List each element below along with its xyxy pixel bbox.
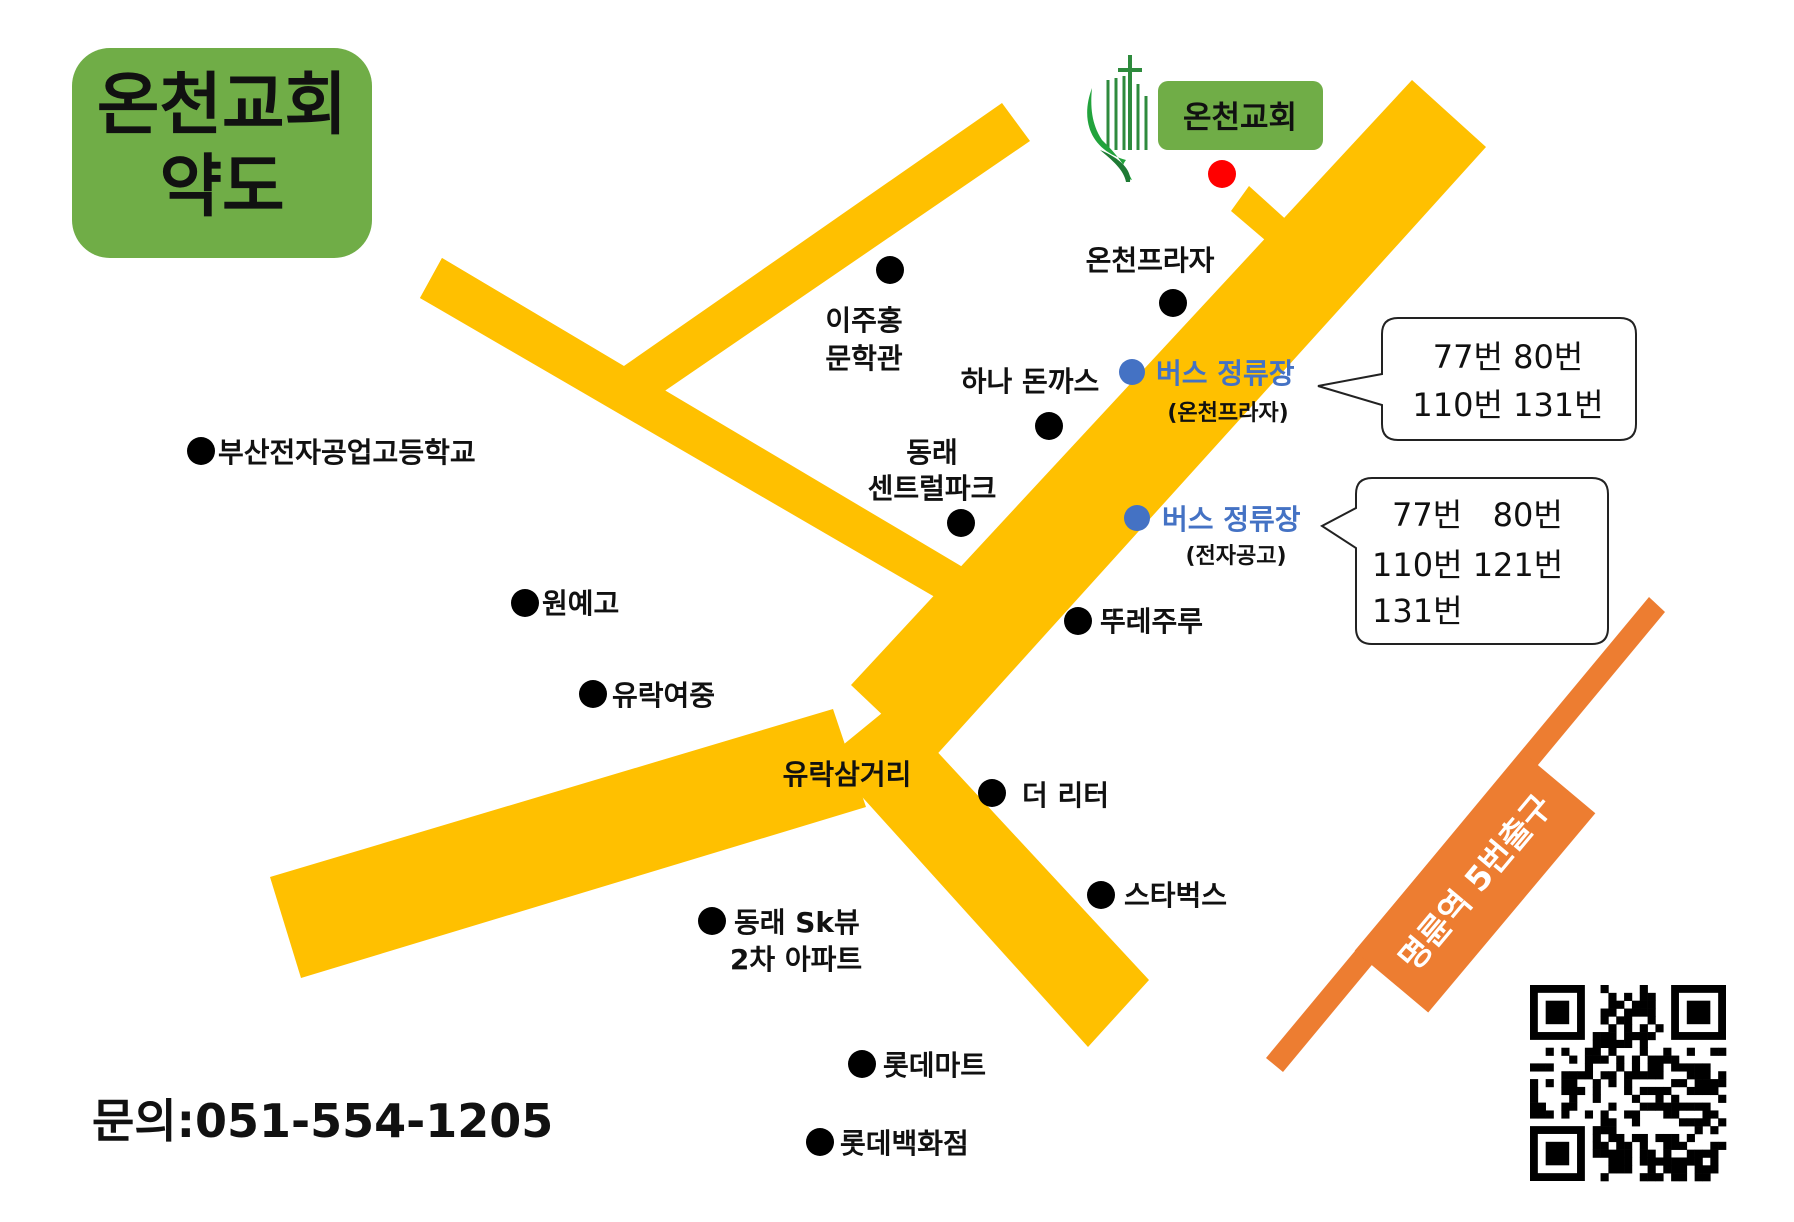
landmark-hana: 하나 돈까스 <box>961 365 1100 398</box>
landmark-marker <box>1087 881 1115 909</box>
bus-stop-1-routes-line2: 110번 131번 <box>1412 386 1603 424</box>
landmark-dongrae-sk-line2: 2차 아파트 <box>730 943 862 976</box>
bus-stop-1-sub: (온천프라자) <box>1167 401 1288 426</box>
qr-code-icon[interactable] <box>1530 985 1727 1182</box>
landmark-wonye: 원예고 <box>542 587 619 620</box>
landmark-lotte-dept: 롯데백화점 <box>840 1127 969 1160</box>
church-label-box <box>1158 81 1323 150</box>
church-label: 온천교회 <box>1183 100 1297 136</box>
landmark-marker <box>1064 607 1092 635</box>
bus-stop-1-callout <box>1317 317 1637 441</box>
landmark-marker <box>1159 289 1187 317</box>
road-lower-right <box>827 704 1149 1047</box>
landmark-marker <box>806 1128 834 1156</box>
landmark-marker <box>876 256 904 284</box>
bus-stop-1: 버스 정류장 (온천프라자) 77번 80번 110번 131번 <box>1119 317 1637 441</box>
bus-stop-2-routes-line2: 110번 121번 <box>1372 546 1563 584</box>
church-cross-logo-icon <box>1087 55 1148 182</box>
road-main-diagonal <box>851 80 1486 761</box>
landmark-marker <box>947 509 975 537</box>
road-church-spur <box>1231 186 1291 246</box>
road-north-branch <box>621 103 1030 401</box>
landmark-marker <box>698 907 726 935</box>
title-box <box>72 48 372 258</box>
bus-stop-2: 버스 정류장 (전자공고) 77번 80번 110번 121번 131번 <box>1124 477 1609 645</box>
landmark-lotte-mart: 롯데마트 <box>883 1049 986 1082</box>
landmark-ilju-line1: 이주홍 <box>825 304 902 337</box>
landmark-the-liter: 더 리터 <box>1022 779 1109 812</box>
landmark-marker <box>579 680 607 708</box>
church-location-marker <box>1208 160 1236 188</box>
contact-phone: 문의:051-554-1205 <box>92 1094 553 1148</box>
bus-stop-marker <box>1124 505 1150 531</box>
landmark-dongrae-sk-line1: 동래 Sk뷰 <box>734 906 860 939</box>
landmark-oncheon-plaza: 온천프라자 <box>1086 244 1215 277</box>
bus-stop-2-callout <box>1320 477 1609 645</box>
title-line2: 약도 <box>159 148 284 227</box>
landmarks: 이주홍 문학관 온천프라자 하나 돈까스 동래 센트럴파크 부산전자공업고등학교… <box>187 244 1227 1160</box>
bus-stop-1-routes-line1: 77번 80번 <box>1433 338 1584 376</box>
bus-stop-2-label: 버스 정류장 <box>1162 503 1301 536</box>
intersection-label: 유락삼거리 <box>783 758 912 791</box>
landmark-marker <box>511 589 539 617</box>
subway: 명륜역 5번출구 <box>1266 597 1665 1072</box>
road-west-diagonal-body <box>420 258 966 600</box>
landmark-busan-tech: 부산전자공업고등학교 <box>218 436 476 469</box>
landmark-dongrae-central-line2: 센트럴파크 <box>868 472 997 505</box>
landmark-starbucks: 스타벅스 <box>1124 879 1227 912</box>
landmark-yurak-girls: 유락여중 <box>612 679 715 712</box>
title-line1: 온천교회 <box>97 66 347 145</box>
bus-stop-marker <box>1119 359 1145 385</box>
subway-exit-box <box>1354 751 1596 1013</box>
landmark-marker <box>187 437 215 465</box>
bus-stop-2-routes-line1: 77번 80번 <box>1392 496 1563 534</box>
landmark-marker <box>978 779 1006 807</box>
bus-stop-2-routes-line3: 131번 <box>1372 592 1463 630</box>
road-lower-left <box>270 709 866 978</box>
landmark-ilju-line2: 문학관 <box>825 342 903 375</box>
landmark-dongrae-central-line1: 동래 <box>906 436 958 469</box>
landmark-marker <box>1035 412 1063 440</box>
landmark-tlejuru: 뚜레주루 <box>1100 605 1203 638</box>
bus-stop-2-sub: (전자공고) <box>1185 544 1286 569</box>
landmark-marker <box>848 1050 876 1078</box>
roads <box>270 80 1486 1047</box>
bus-stop-1-label: 버스 정류장 <box>1156 357 1295 390</box>
